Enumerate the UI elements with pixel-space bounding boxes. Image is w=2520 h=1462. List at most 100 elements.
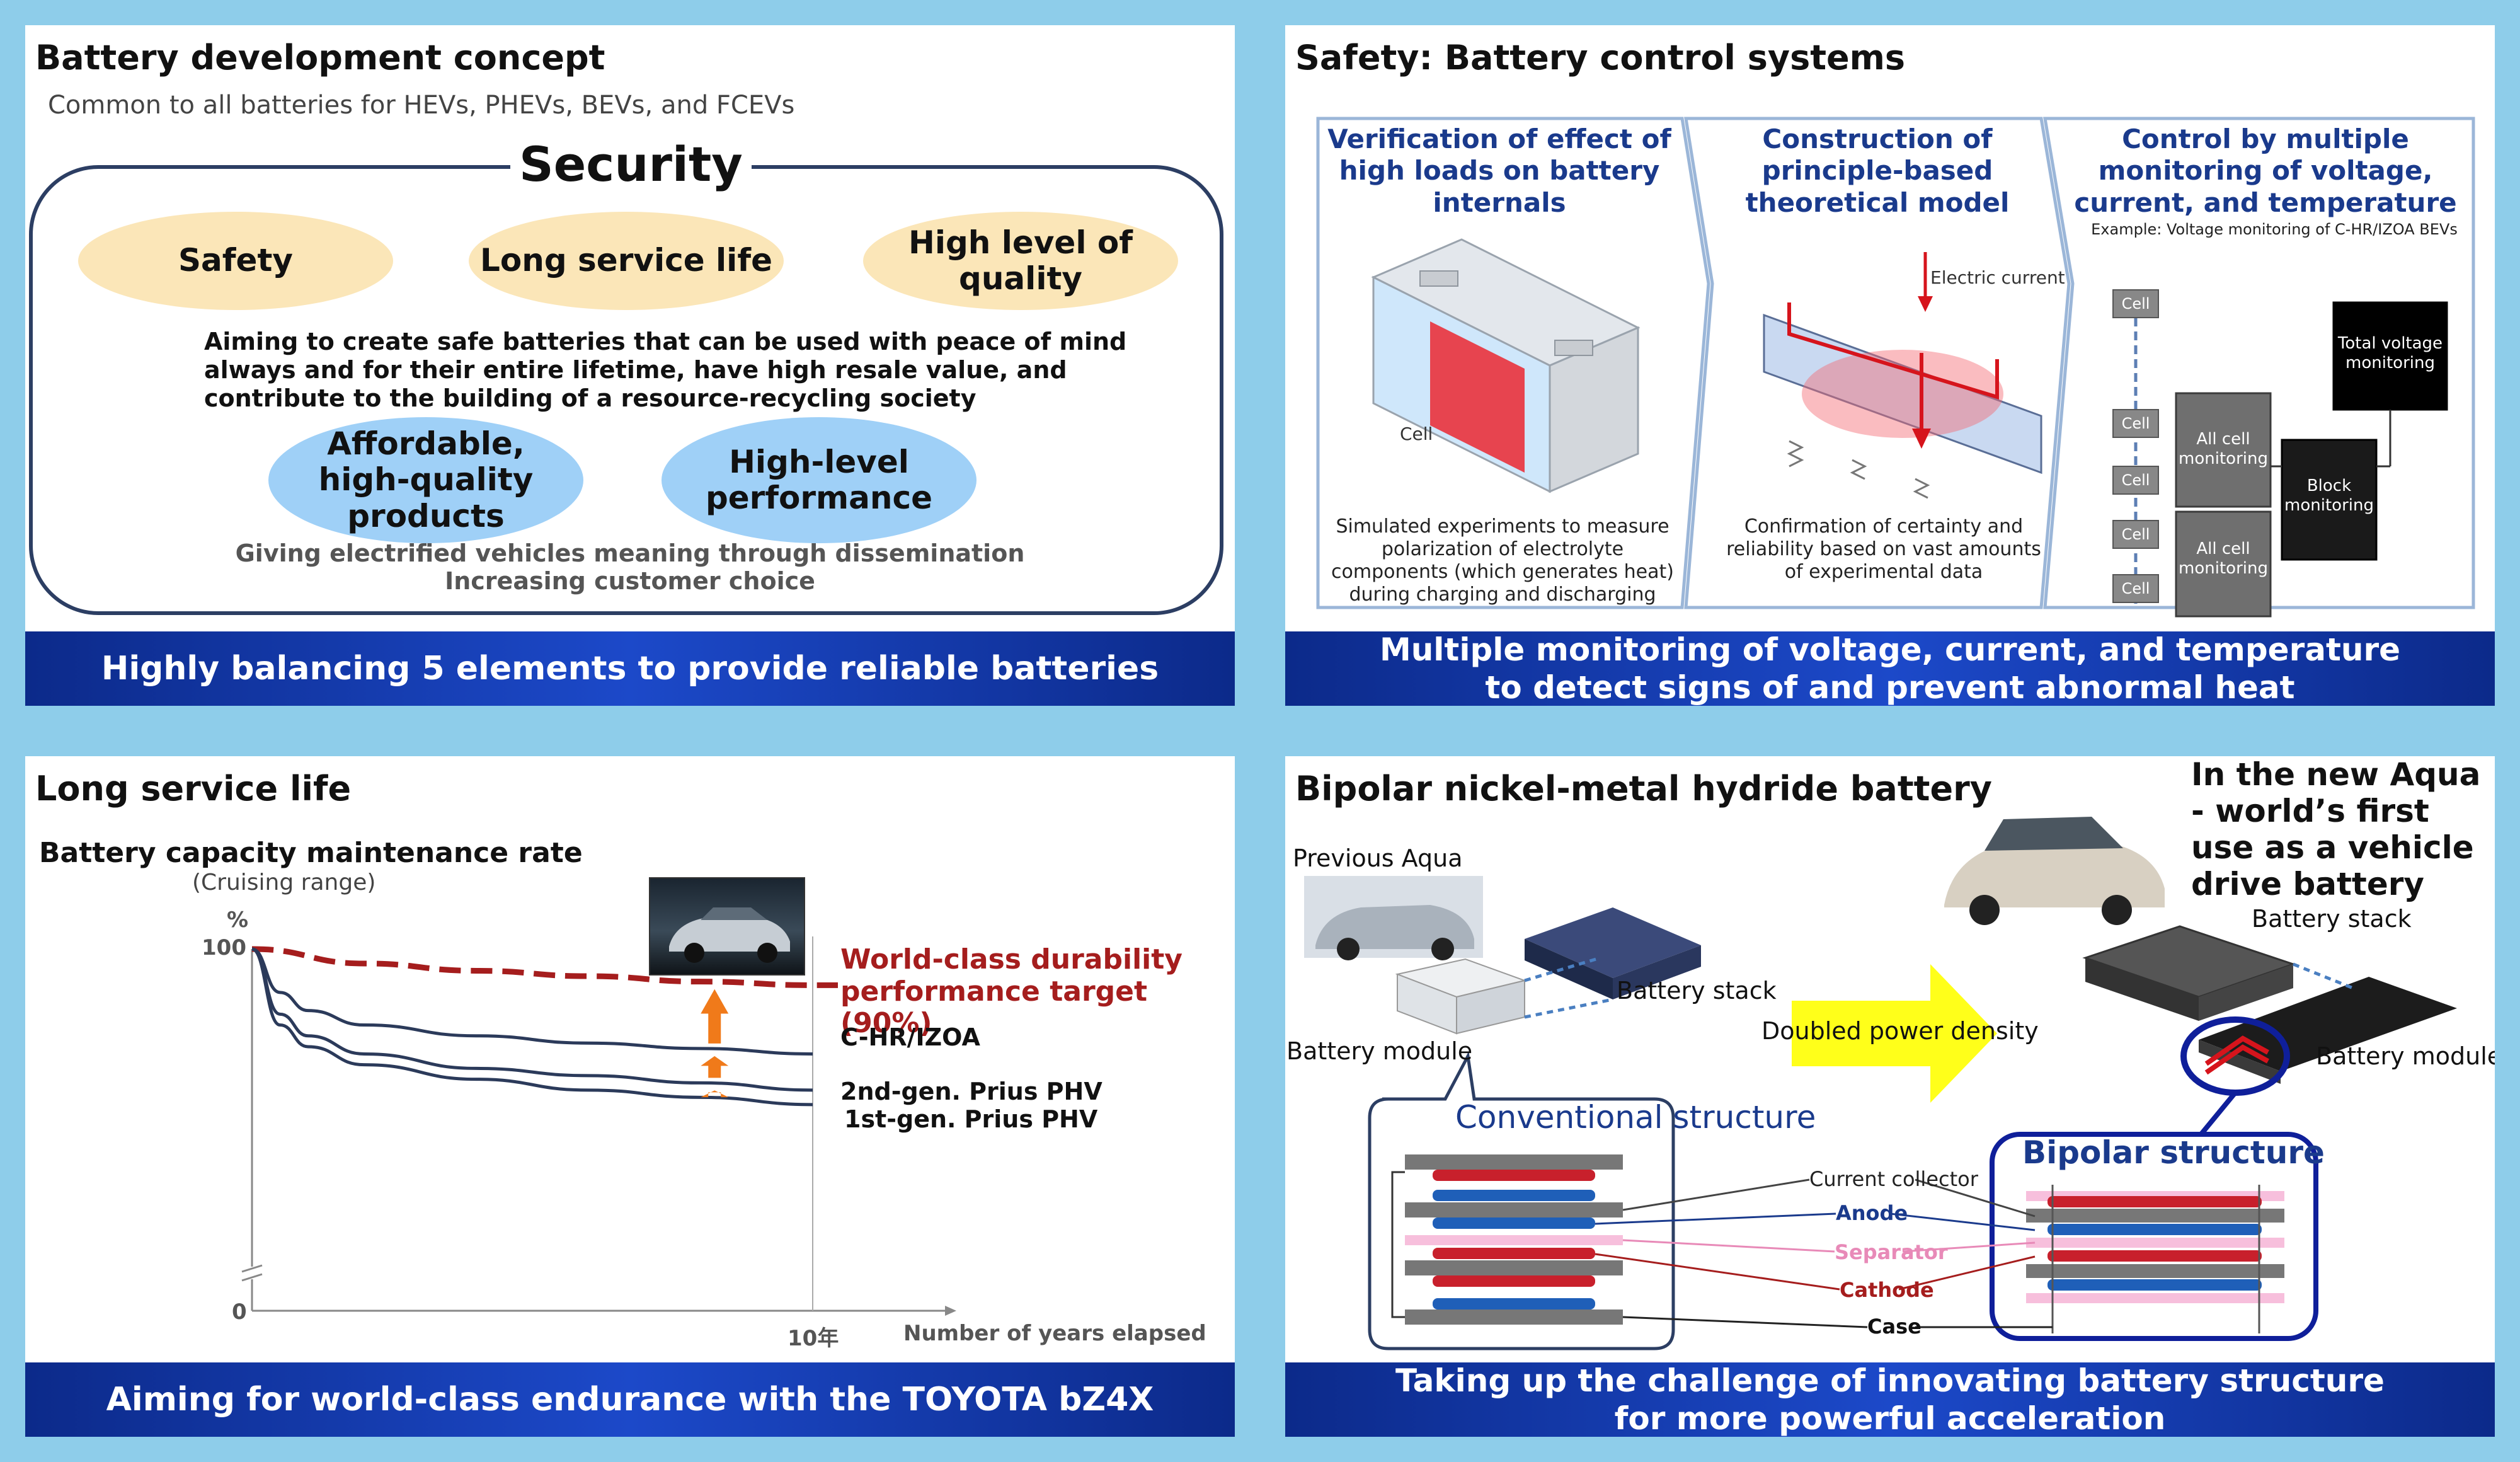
current-label: Electric current (1930, 267, 2065, 288)
right-battery-stack (2082, 925, 2296, 1021)
y-tick-0: 0 (232, 1299, 247, 1325)
all-cell-monitoring-2: All cell monitoring (2179, 539, 2268, 578)
column-2-outline (1684, 117, 2071, 609)
banner-line-2: to detect signs of and prevent abnormal … (1485, 669, 2295, 706)
capacity-chart (241, 936, 956, 1316)
cell-illustration (1371, 238, 1641, 493)
left-battery-stack (1525, 907, 1701, 999)
axis-break-1 (241, 1264, 263, 1273)
panel-title: Safety: Battery control systems (1295, 38, 1906, 78)
doubled-arrow (1792, 964, 1997, 1103)
cell-box-4: Cell (2121, 526, 2150, 543)
chart-axes (241, 936, 956, 1316)
chart-title: Battery capacity maintenance rate (39, 837, 583, 869)
layer-leader-lines (1595, 1178, 2053, 1328)
column-2-heading: Construction of principle-based theoreti… (1745, 124, 2010, 218)
column-3-example: Example: Voltage monitoring of C-HR/IZOA… (2091, 221, 2458, 238)
series-line-3 (251, 947, 813, 1107)
bipolar-label: Bipolar structure (2022, 1134, 2325, 1171)
up-arrow-icon (701, 989, 729, 1044)
cell-box-3: Cell (2121, 471, 2150, 489)
bipolar-diagram (1304, 817, 2457, 1350)
improvement-arrows (701, 989, 729, 1098)
column-1-caption: Simulated experiments to measure polariz… (1331, 515, 1674, 606)
panel-title: Battery development concept (35, 38, 605, 78)
layer-case: Case (1867, 1315, 1922, 1338)
doubled-label: Doubled power density (1761, 1017, 2039, 1045)
bz4x-photo (649, 877, 805, 976)
battery-stack-left-label: Battery stack (1617, 977, 1777, 1004)
previous-aqua-photo (1304, 876, 1483, 960)
total-voltage-monitoring: Total voltage monitoring (2337, 334, 2443, 373)
cell-label: Cell (1400, 423, 1433, 444)
up-arrow-icon (701, 1090, 729, 1098)
conventional-layers (1391, 1154, 1623, 1325)
series-line-2 (251, 947, 813, 1092)
x-axis-label: Number of years elapsed (903, 1321, 1206, 1346)
panel-banner: Highly balancing 5 elements to provide r… (25, 631, 1235, 706)
block-monitoring: Block monitoring (2284, 476, 2374, 515)
new-aqua-label: In the new Aqua - world’s first use as a… (2191, 756, 2481, 902)
battery-stack-right-label: Battery stack (2252, 905, 2412, 933)
element-long-life: Long service life (469, 212, 784, 310)
car-icon (669, 907, 790, 963)
layer-current-collector: Current collector (1809, 1167, 1978, 1191)
security-label: Security (510, 136, 752, 192)
all-cell-monitoring-1: All cell monitoring (2179, 430, 2268, 469)
note-line-1: Giving electrified vehicles meaning thro… (235, 539, 1025, 567)
element-quality: High level of quality (863, 212, 1178, 310)
y-axis-unit: % (227, 907, 249, 933)
up-arrow-icon (701, 1056, 729, 1078)
chart-series (251, 946, 838, 1107)
column-1-heading: Verification of effect of high loads on … (1327, 124, 1671, 218)
cell-box-5: Cell (2121, 580, 2150, 597)
axis-break-2 (241, 1273, 263, 1282)
y-tick-100: 100 (202, 935, 246, 960)
panel-banner: Multiple monitoring of voltage, current,… (1285, 631, 2495, 706)
note-line-2: Increasing customer choice (445, 567, 815, 595)
panel-battery-control: Safety: Battery control systems (1285, 25, 2495, 706)
banner-line-2: for more powerful acceleration (1614, 1400, 2166, 1437)
column-1-outline (1316, 117, 1710, 609)
panel-title: Long service life (35, 769, 352, 809)
panel-bipolar-battery: Bipolar nickel-metal hydride battery Pre… (1285, 756, 2495, 1437)
series-label-target: World-class durability performance targe… (840, 943, 1183, 1040)
element-safety: Safety (78, 212, 393, 310)
x-tick-10: 10年 (788, 1326, 839, 1351)
column-2-caption: Confirmation of certainty and reliabilit… (1726, 515, 2041, 583)
panel-battery-concept: Battery development concept Common to al… (25, 25, 1235, 706)
previous-aqua-label: Previous Aqua (1293, 844, 1463, 872)
column-3-heading: Control by multiple monitoring of voltag… (2074, 124, 2457, 218)
left-battery-module (1395, 958, 1527, 1035)
cell-box-2: Cell (2121, 415, 2150, 432)
monitoring-illustration (2112, 289, 2448, 618)
cell-box-1: Cell (2121, 295, 2150, 313)
panel-banner: Aiming for world-class endurance with th… (25, 1362, 1235, 1437)
panel-title: Bipolar nickel-metal hydride battery (1295, 769, 1992, 809)
conventional-label: Conventional structure (1455, 1099, 1816, 1136)
series-label-chr: C-HR/IZOA (840, 1023, 980, 1051)
series-line-1 (251, 947, 813, 1056)
concept-description: Aiming to create safe batteries that can… (204, 328, 1127, 412)
battery-module-right-label: Battery module (2316, 1042, 2495, 1070)
new-aqua-photo (1944, 817, 2165, 925)
model-illustration (1763, 252, 2042, 499)
banner-line-1: Multiple monitoring of voltage, current,… (1379, 631, 2401, 668)
chart-subtitle: (Cruising range) (192, 870, 376, 895)
battery-module-left-label: Battery module (1286, 1037, 1473, 1065)
series-line-0 (251, 946, 838, 988)
series-label-prius-2: 2nd-gen. Prius PHV (840, 1078, 1102, 1105)
panel-banner: Taking up the challenge of innovating ba… (1285, 1362, 2495, 1437)
series-label-prius-1: 1st-gen. Prius PHV (844, 1105, 1098, 1133)
layer-cathode: Cathode (1840, 1278, 1934, 1302)
bipolar-layers (2026, 1185, 2284, 1333)
banner-line-1: Taking up the challenge of innovating ba… (1395, 1362, 2385, 1399)
x-axis-arrow (945, 1306, 956, 1316)
panel-subtitle: Common to all batteries for HEVs, PHEVs,… (48, 91, 795, 120)
element-performance: High-level performance (662, 417, 976, 543)
element-affordable: Affordable, high-quality products (268, 417, 583, 543)
layer-anode: Anode (1836, 1201, 1908, 1225)
layer-separator: Separator (1835, 1240, 1948, 1264)
panel-long-life: Long service life Battery capacity maint… (25, 756, 1235, 1437)
control-diagram (1316, 117, 2475, 618)
